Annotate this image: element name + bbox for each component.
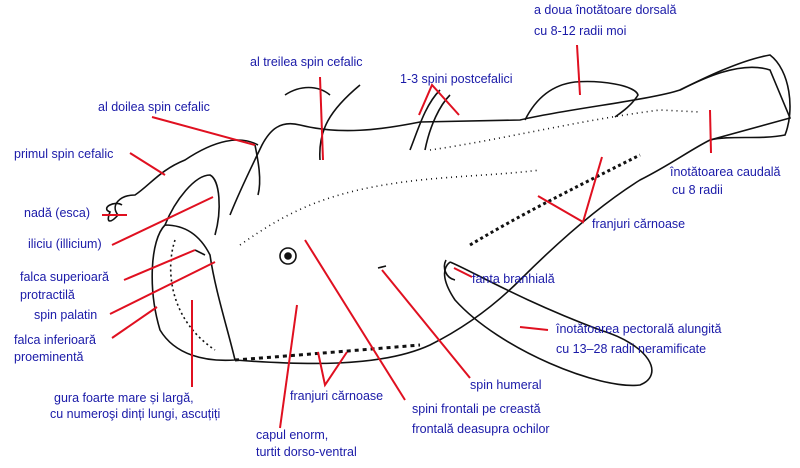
label-frontal-2: frontală deasupra ochilor bbox=[412, 422, 550, 436]
label-fringes-tail: franjuri cărnoase bbox=[592, 217, 686, 231]
leader-second-spine bbox=[151, 116, 256, 146]
label-palatine: spin palatin bbox=[34, 308, 98, 322]
label-caudal: înotătoarea caudală bbox=[670, 165, 781, 179]
leader-lower-jaw bbox=[111, 306, 158, 339]
postcephalic-spines bbox=[409, 89, 451, 151]
leader-head bbox=[279, 304, 298, 429]
mouth-outline bbox=[151, 224, 236, 362]
humeral-spine bbox=[377, 265, 387, 269]
eye bbox=[279, 247, 297, 265]
third-spine bbox=[319, 84, 361, 161]
leader-humeral bbox=[381, 269, 471, 379]
label-second-spine: al doilea spin cefalic bbox=[98, 100, 210, 114]
leader-first-spine bbox=[129, 152, 166, 176]
leader-third-spine bbox=[319, 76, 324, 161]
pectoral-fin bbox=[443, 261, 653, 387]
label-head: capul enorm, bbox=[256, 428, 329, 442]
illicium bbox=[164, 174, 220, 236]
bottom-fringe bbox=[234, 343, 421, 362]
first-spine bbox=[114, 139, 259, 216]
label-illicium: iliciu (illicium) bbox=[28, 237, 102, 251]
leader-postcephalic bbox=[418, 83, 460, 116]
gill-slit bbox=[443, 259, 456, 281]
leader-illicium bbox=[111, 196, 214, 246]
label-frontal: spini frontali pe creastă bbox=[412, 402, 541, 416]
leader-caudal bbox=[709, 109, 712, 154]
pupil bbox=[284, 252, 292, 260]
label-pectoral-rays: cu 13–28 radii neramificate bbox=[556, 342, 707, 356]
head-dots bbox=[239, 169, 541, 246]
belly-fringe bbox=[469, 153, 641, 247]
crest bbox=[284, 86, 331, 96]
leader-upper-jaw bbox=[123, 249, 196, 281]
leader-lines bbox=[102, 44, 712, 429]
label-pectoral: înotătoarea pectorală alungită bbox=[556, 322, 722, 336]
upper-jaw bbox=[194, 249, 206, 256]
label-caudal-rays: cu 8 radii bbox=[672, 183, 723, 197]
label-third-spine: al treilea spin cefalic bbox=[250, 55, 363, 69]
fish-body-outline bbox=[229, 66, 792, 365]
label-gill-slit: fanta branhială bbox=[472, 272, 555, 286]
leader-gill bbox=[453, 267, 473, 278]
leader-dorsal bbox=[576, 44, 581, 96]
label-dorsal-fin: a doua înotătoare dorsală bbox=[534, 3, 677, 17]
label-lower-jaw: falca inferioară bbox=[14, 333, 96, 347]
label-upper-jaw-2: protractilă bbox=[20, 288, 75, 302]
leader-fringes-belly bbox=[317, 351, 348, 388]
label-postcephalic: 1-3 spini postcefalici bbox=[400, 72, 513, 86]
label-first-spine: primul spin cefalic bbox=[14, 147, 114, 161]
dorsal-fin bbox=[524, 80, 639, 121]
second-spine bbox=[254, 144, 261, 196]
label-head-2: turtit dorso-ventral bbox=[256, 445, 357, 459]
inner-mouth bbox=[169, 239, 216, 351]
label-mouth-2: cu numeroşi dinți lungi, ascuțiți bbox=[50, 407, 221, 421]
label-humeral: spin humeral bbox=[470, 378, 542, 392]
leader-frontal bbox=[304, 239, 406, 401]
label-mouth: gura foarte mare și largă, bbox=[54, 391, 194, 405]
leader-fringes-tail bbox=[537, 156, 603, 224]
label-fringes-belly: franjuri cărnoase bbox=[290, 389, 384, 403]
leader-palatine bbox=[109, 261, 216, 315]
label-dorsal-fin-rays: cu 8-12 radii moi bbox=[534, 24, 627, 38]
body-dots bbox=[429, 109, 701, 151]
label-lower-jaw-2: proeminentă bbox=[14, 350, 84, 364]
label-upper-jaw: falca superioară bbox=[20, 270, 109, 284]
leader-pectoral bbox=[519, 326, 549, 331]
caudal-fin bbox=[679, 54, 791, 141]
esca bbox=[105, 202, 123, 222]
label-esca: nadă (esca) bbox=[24, 206, 91, 220]
